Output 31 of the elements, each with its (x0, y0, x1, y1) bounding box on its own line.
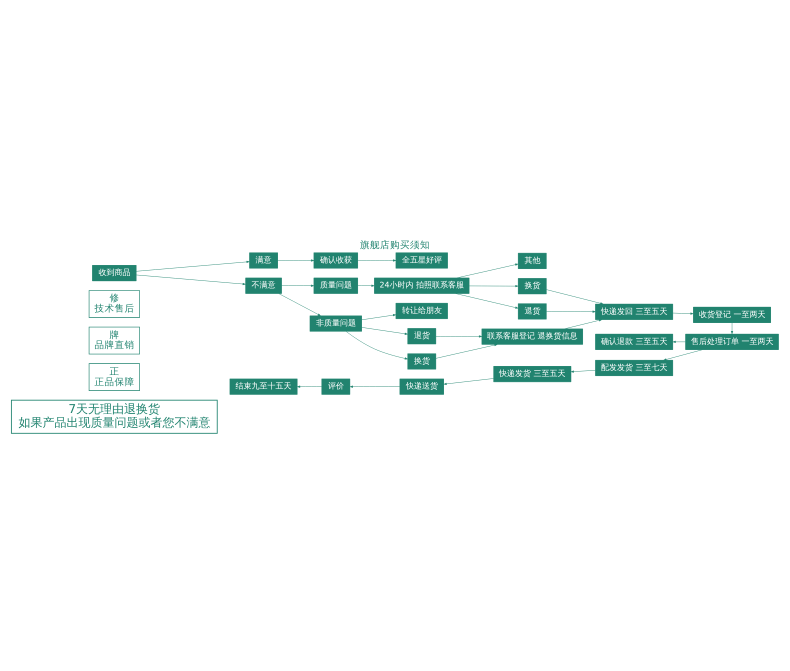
arrow (136, 274, 246, 285)
diagram-title: 旗舰店购买须知 (360, 240, 430, 251)
arrow (362, 314, 396, 320)
arrow (570, 370, 596, 372)
arrow (346, 330, 408, 360)
arrow (672, 312, 694, 314)
node-box: 7天无理由退换货 如果产品出现质量问题或者您不满意 (10, 399, 218, 434)
arrow (297, 385, 322, 388)
arrow (436, 343, 498, 358)
arrow (469, 284, 518, 287)
arrow (281, 284, 314, 286)
arrow (278, 258, 314, 262)
arrow (564, 318, 602, 329)
arrow (444, 378, 494, 385)
arrow (663, 349, 703, 360)
arrow (278, 292, 321, 316)
node-box: 正 正品保障 (88, 362, 140, 390)
arrow (546, 310, 596, 312)
arrow (136, 260, 250, 271)
arrow (456, 263, 518, 278)
arrow (358, 258, 396, 262)
node-box: 修 技术售后 (88, 290, 140, 318)
node-box: 牌 品牌直销 (88, 326, 140, 354)
arrow (546, 288, 604, 304)
arrow (362, 326, 408, 334)
arrow (436, 334, 482, 338)
arrow (358, 284, 374, 286)
arrow (730, 322, 734, 334)
arrow (350, 385, 400, 388)
arrow (672, 340, 686, 342)
arrow (455, 292, 518, 308)
